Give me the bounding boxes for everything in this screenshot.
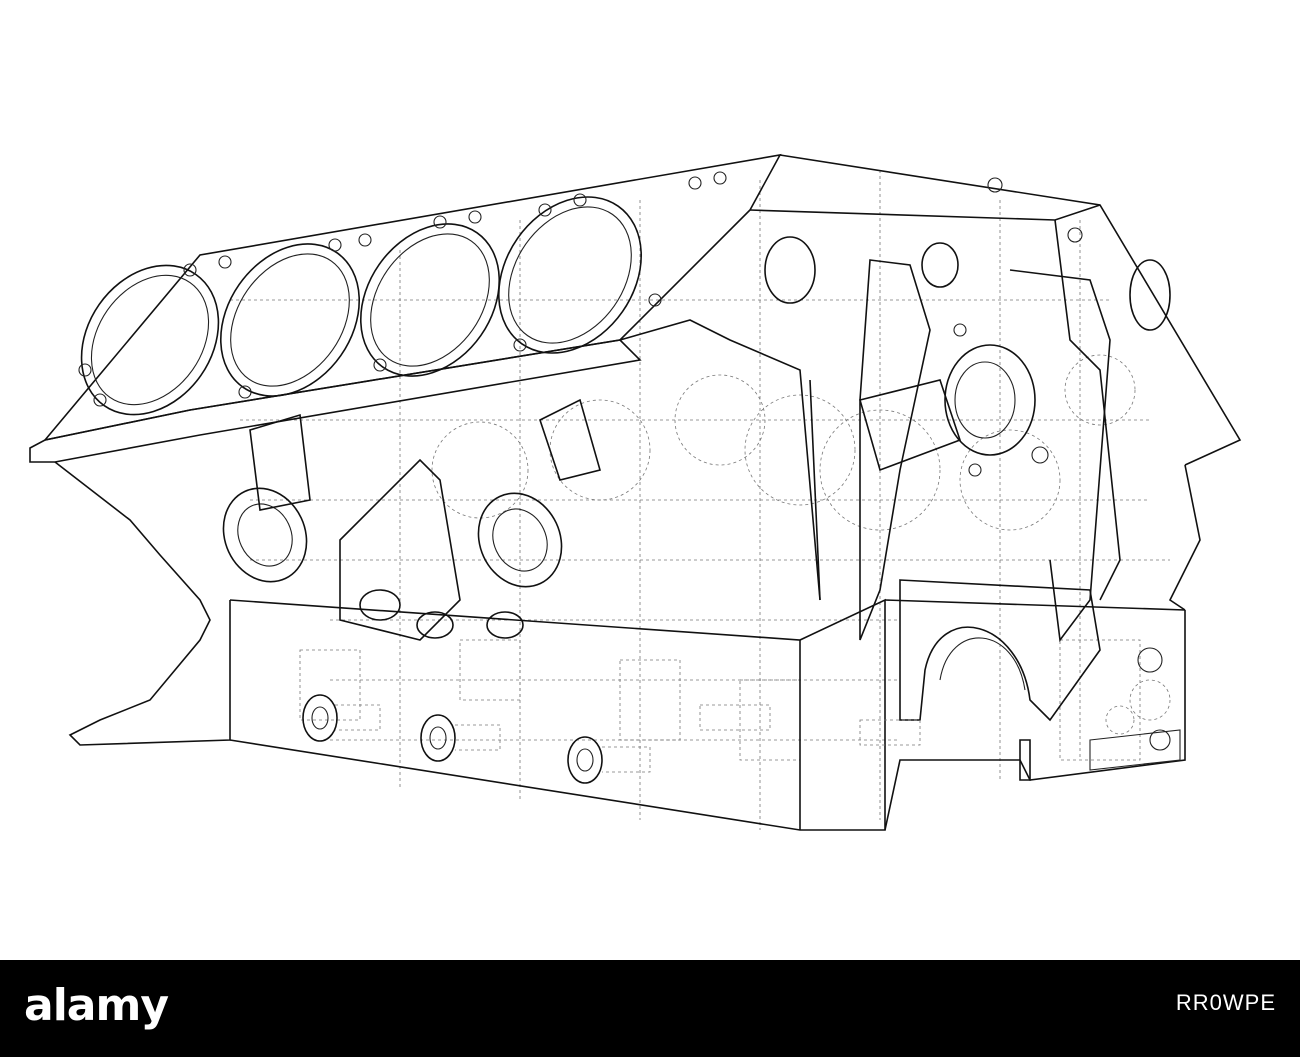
stock-photo-footer: alamy RR0WPE	[0, 960, 1300, 1057]
valley-bosses	[222, 398, 601, 641]
crank-sensor-boss	[944, 344, 1036, 456]
cylinder-bore-4	[497, 196, 643, 354]
boss-2	[477, 492, 563, 588]
cylinder-bore-3	[359, 223, 501, 377]
engine-block-outline	[29, 153, 1242, 831]
engine-block-wireframe-drawing	[29, 153, 1242, 831]
hidden-lines	[230, 170, 1171, 830]
right-end-details	[1019, 647, 1181, 781]
head-bolt-holes	[78, 171, 1083, 407]
cylinder-bores	[80, 196, 643, 416]
right-bank-details	[764, 236, 1171, 643]
cylinder-bore-1	[80, 264, 220, 416]
cylinder-bore-2	[219, 243, 361, 397]
image-id-label: RR0WPE	[1175, 990, 1276, 1015]
alamy-logo: alamy	[24, 980, 169, 1031]
oil-pan-bolts	[302, 694, 921, 784]
main-bearing-cap	[899, 579, 1101, 722]
boss-1	[222, 487, 308, 583]
